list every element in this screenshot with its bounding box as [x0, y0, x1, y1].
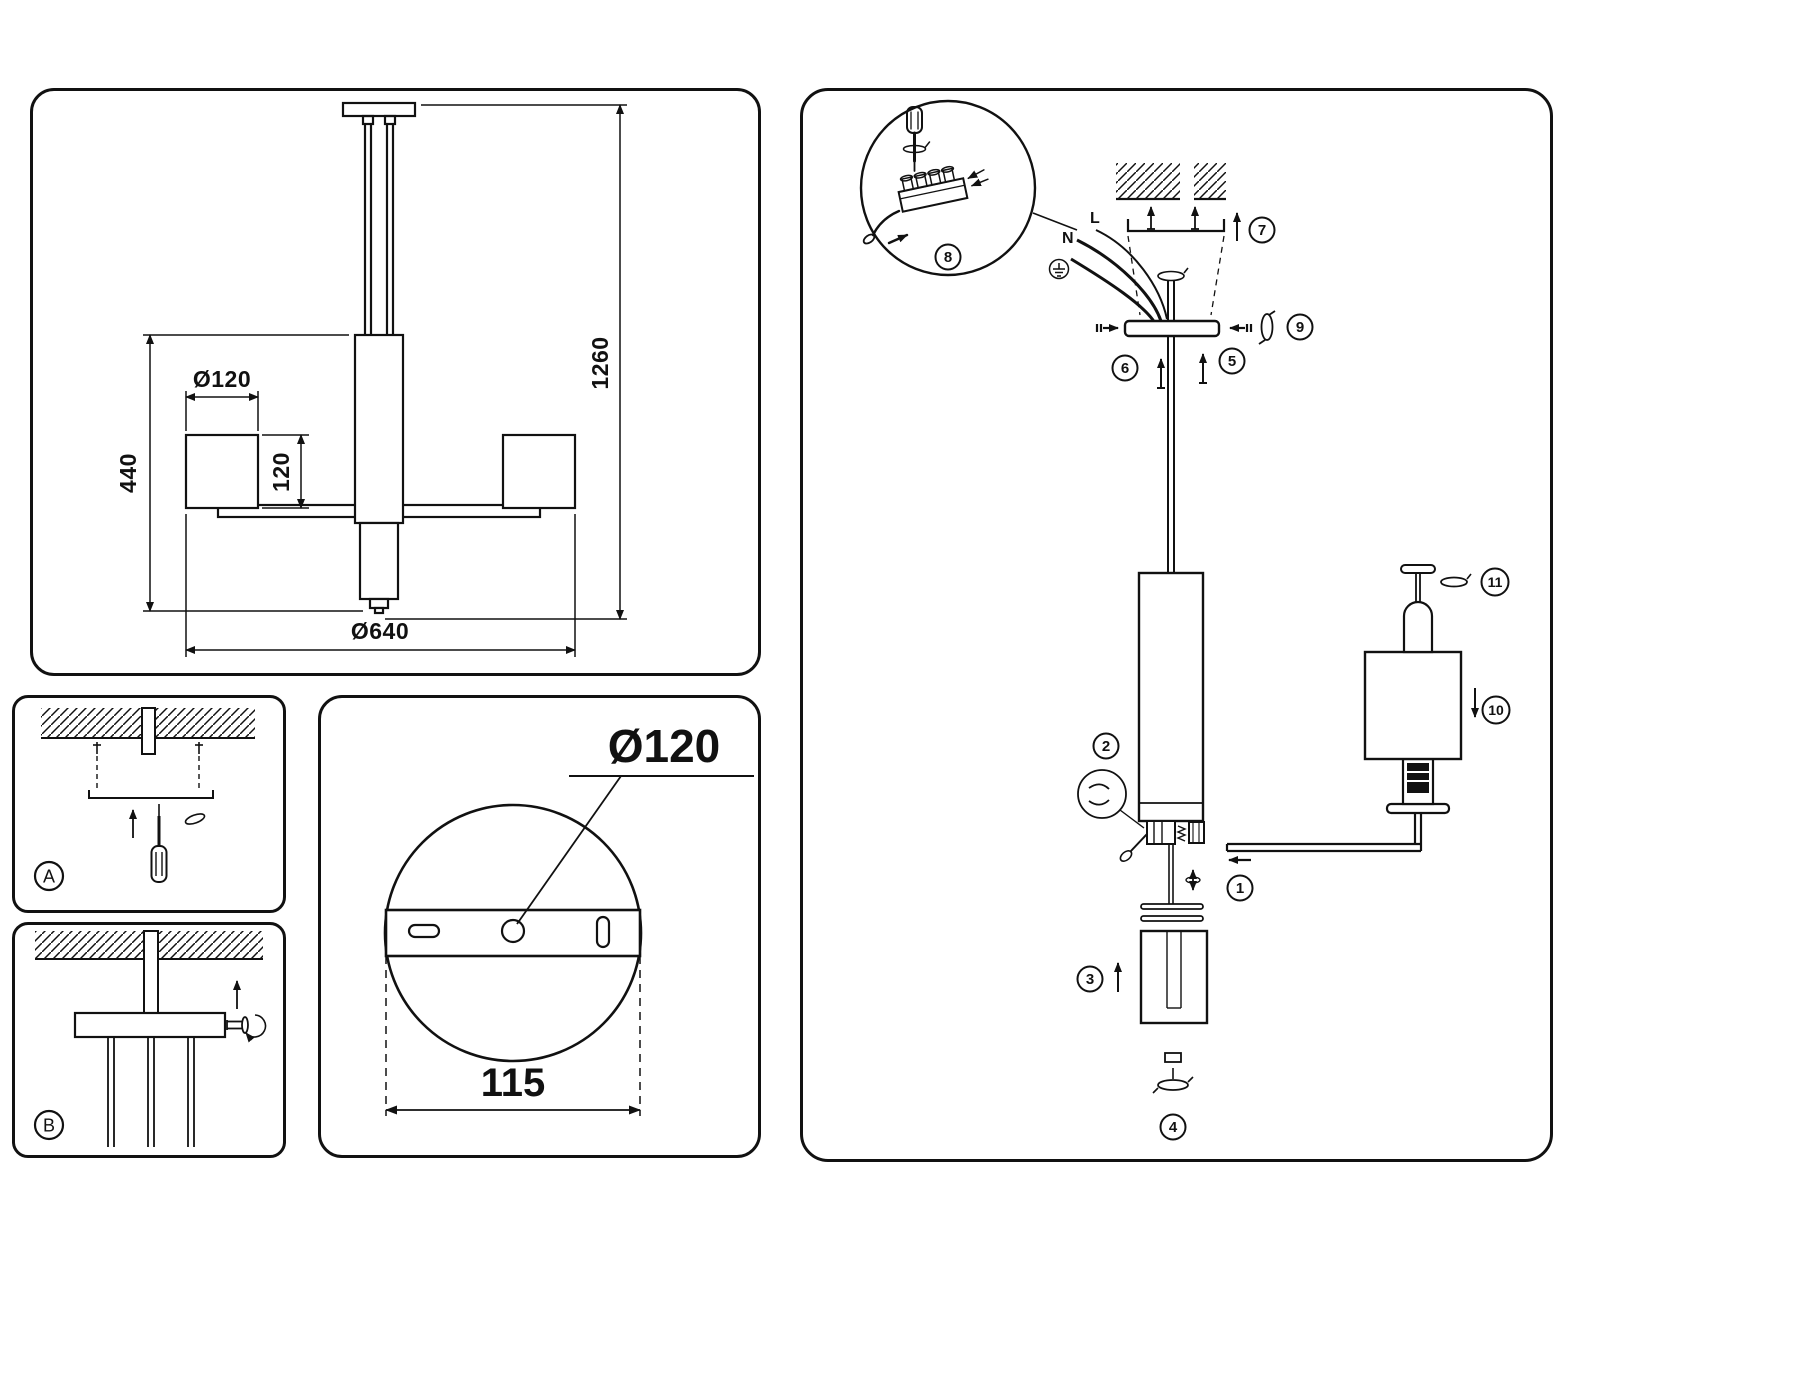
canopy-side-screws — [1095, 324, 1253, 332]
lamp-socket — [1401, 757, 1435, 806]
plate-drawing: Ø120 115 — [383, 720, 754, 1116]
terminal-detail-circle — [859, 99, 1037, 277]
canopy — [73, 1011, 227, 1039]
center-column — [353, 333, 405, 525]
ceiling-plate — [341, 101, 417, 118]
bracket-screws — [1147, 206, 1199, 230]
stem-tube — [1137, 571, 1205, 823]
wire-detail-circle — [1077, 769, 1145, 829]
rotation-axis-icon — [1258, 310, 1276, 345]
svg-text:6: 6 — [1121, 360, 1129, 377]
panel-a-label: A — [43, 867, 55, 887]
panel-b-badge: B — [33, 1109, 65, 1141]
wire-curve — [871, 209, 901, 237]
step-7-badge: 7 — [1248, 216, 1276, 244]
screwdriver-icon — [906, 106, 923, 172]
step-1-badge: 1 — [1226, 874, 1254, 902]
stem-assembly — [1137, 336, 1205, 823]
panel-plate-view: Ø120 115 — [318, 695, 761, 1158]
svg-text:1: 1 — [1236, 880, 1244, 897]
dim-shade-height: 120 — [268, 452, 294, 492]
svg-text:2: 2 — [1102, 738, 1110, 755]
svg-text:7: 7 — [1258, 222, 1266, 239]
socket-assembly — [1119, 820, 1205, 862]
left-slot — [407, 923, 441, 939]
step-9-badge: 9 — [1286, 313, 1314, 341]
screwdriver-icon — [150, 804, 168, 883]
wire-neutral-label: N — [1062, 230, 1074, 247]
step-11-badge: 11 — [1480, 567, 1510, 597]
svg-text:5: 5 — [1228, 353, 1236, 370]
bulb — [1400, 564, 1436, 654]
svg-text:3: 3 — [1086, 971, 1094, 988]
finial — [1164, 1052, 1182, 1063]
dimension-lines — [143, 104, 627, 657]
detail-a-drawing: A — [33, 707, 255, 892]
step-5-badge: 5 — [1218, 347, 1246, 375]
panel-a-badge: A — [33, 860, 65, 892]
washer-icon — [184, 813, 206, 825]
svg-text:4: 4 — [1169, 1119, 1178, 1136]
rotate-arrow-icon — [245, 1014, 267, 1043]
step-2-badge: 2 — [1092, 732, 1120, 760]
chandelier-drawing — [184, 101, 577, 615]
stem-pipes — [107, 1037, 195, 1147]
panel-assembly: 8 N L 7 — [800, 88, 1553, 1162]
leader-line — [516, 775, 622, 925]
dim-hole-spacing: 115 — [481, 1061, 546, 1105]
upper-shade — [1363, 650, 1463, 761]
svg-text:8: 8 — [944, 249, 952, 266]
step-10-badge: 10 — [1481, 695, 1511, 725]
center-hole — [500, 918, 526, 944]
main-dimension-drawing: Ø120 440 120 1260 Ø640 — [115, 101, 627, 657]
dim-body-height: 440 — [115, 453, 141, 493]
terminal-block — [897, 165, 989, 213]
assembly-drawing: 8 N L 7 — [859, 99, 1511, 1141]
svg-text:9: 9 — [1296, 319, 1304, 336]
mounting-plate-bar — [384, 908, 642, 958]
lower-rod-rings — [1140, 844, 1204, 922]
threaded-rod-top — [1157, 267, 1189, 321]
canopy-screw-arrows — [1157, 353, 1207, 389]
set-screw-icon — [226, 1016, 249, 1034]
supply-wires — [1070, 229, 1168, 324]
threaded-pipe — [143, 930, 159, 1014]
right-slot — [595, 915, 611, 949]
ceiling-hatch — [1116, 161, 1226, 201]
lamp-arm — [1225, 813, 1423, 853]
rotation-icon — [902, 141, 931, 154]
arm-disc — [1385, 802, 1451, 815]
panel-b-label: B — [43, 1116, 55, 1136]
screw-rotation-icon — [1185, 869, 1201, 891]
anchor-screw-icons — [93, 742, 203, 754]
pipe-stub — [141, 707, 156, 755]
dim-shade-diameter: Ø120 — [193, 366, 251, 392]
step-3-badge: 3 — [1076, 965, 1104, 993]
mounting-bracket — [1126, 206, 1226, 316]
step-8-badge: 8 — [934, 243, 962, 271]
finial-rotation-icon — [1152, 1068, 1194, 1094]
panel-detail-a: A — [12, 695, 286, 913]
ground-icon — [1048, 258, 1070, 280]
mounting-bracket — [88, 790, 214, 799]
extent-guides — [385, 956, 641, 1116]
lower-shade — [1139, 929, 1209, 1025]
panel-detail-b: B — [12, 922, 286, 1158]
dim-total-height: 1260 — [587, 336, 613, 389]
detail-b-drawing: B — [33, 930, 267, 1147]
drill-guides — [96, 756, 200, 792]
step-4-badge: 4 — [1159, 1113, 1187, 1141]
svg-text:11: 11 — [1488, 574, 1503, 590]
canopy — [1123, 319, 1221, 338]
detail-leader-line — [1032, 212, 1078, 231]
step-6-badge: 6 — [1111, 354, 1139, 382]
left-shade — [184, 433, 260, 510]
dim-total-span: Ø640 — [351, 618, 409, 644]
dim-plate-diameter: Ø120 — [608, 720, 721, 772]
svg-text:10: 10 — [1488, 702, 1504, 718]
wire-live-label: L — [1090, 210, 1100, 227]
right-shade — [501, 433, 577, 510]
panel-main-dimensions: Ø120 440 120 1260 Ø640 — [30, 88, 761, 676]
bulb-rotation-icon — [1440, 573, 1472, 588]
